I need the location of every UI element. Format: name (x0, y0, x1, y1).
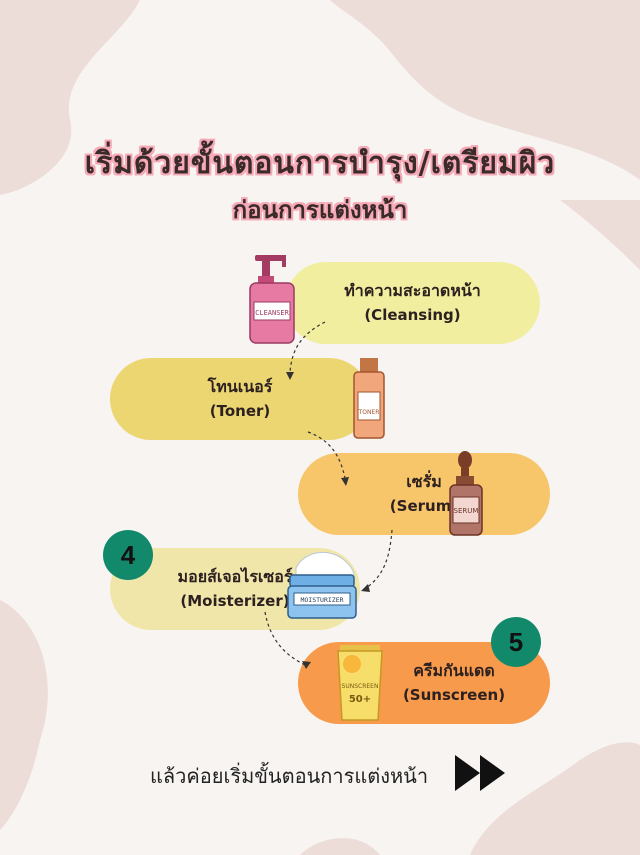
flow-arrows (264, 321, 393, 666)
step-toner-pill: โทนเนอร์ (Toner) (110, 358, 370, 440)
step-moisturizer-english: (Moisterizer) (180, 592, 290, 610)
svg-text:SERUM: SERUM (454, 507, 479, 515)
fast-forward-icon (455, 755, 505, 791)
step-sunscreen-english: (Sunscreen) (402, 686, 506, 704)
svg-text:SUNSCREEN: SUNSCREEN (342, 683, 379, 690)
page-title-line2: ก่อนการแต่งหน้า (232, 196, 408, 224)
svg-text:TONER: TONER (358, 409, 380, 416)
cleanser-bottle-icon: CLEANSER (249, 255, 295, 344)
step-sunscreen-thai: ครีมกันแดด (413, 661, 495, 680)
svg-text:CLEANSER: CLEANSER (255, 309, 290, 317)
arrow-heads (286, 372, 370, 669)
moisturizer-jar-icon: MOISTURIZER (287, 552, 357, 619)
footer-text: แล้วค่อยเริ่มขั้นตอนการแต่งหน้า (150, 764, 429, 788)
svg-text:MOISTURIZER: MOISTURIZER (300, 596, 343, 604)
step-toner-thai: โทนเนอร์ (207, 377, 273, 396)
page-title-line1: เริ่มด้วยขั้นตอนการบำรุง/เตรียมผิว (84, 146, 556, 181)
serum-bottle-icon: SERUM (449, 451, 483, 536)
step-serum-thai: เซรั่ม (406, 472, 442, 491)
step-4-badge: 4 (103, 530, 153, 580)
svg-text:50+: 50+ (349, 694, 371, 705)
step-toner-english: (Toner) (209, 402, 271, 420)
step-cleansing-thai: ทำความสะอาดหน้า (344, 281, 481, 300)
step-5-badge: 5 (491, 617, 541, 667)
sunscreen-tube-icon: SUNSCREEN 50+ (337, 645, 383, 721)
step-serum-pill: เซรั่ม (Serum) (298, 453, 550, 535)
step-moisturizer-thai: มอยส์เจอไรเซอร์ (177, 567, 293, 586)
step-serum-english: (Serum) (389, 497, 459, 515)
step-cleansing-english: (Cleansing) (364, 306, 461, 324)
step-cleansing-pill: ทำความสะอาดหน้า (Cleansing) (285, 262, 540, 344)
toner-bottle-icon: TONER (353, 358, 385, 439)
